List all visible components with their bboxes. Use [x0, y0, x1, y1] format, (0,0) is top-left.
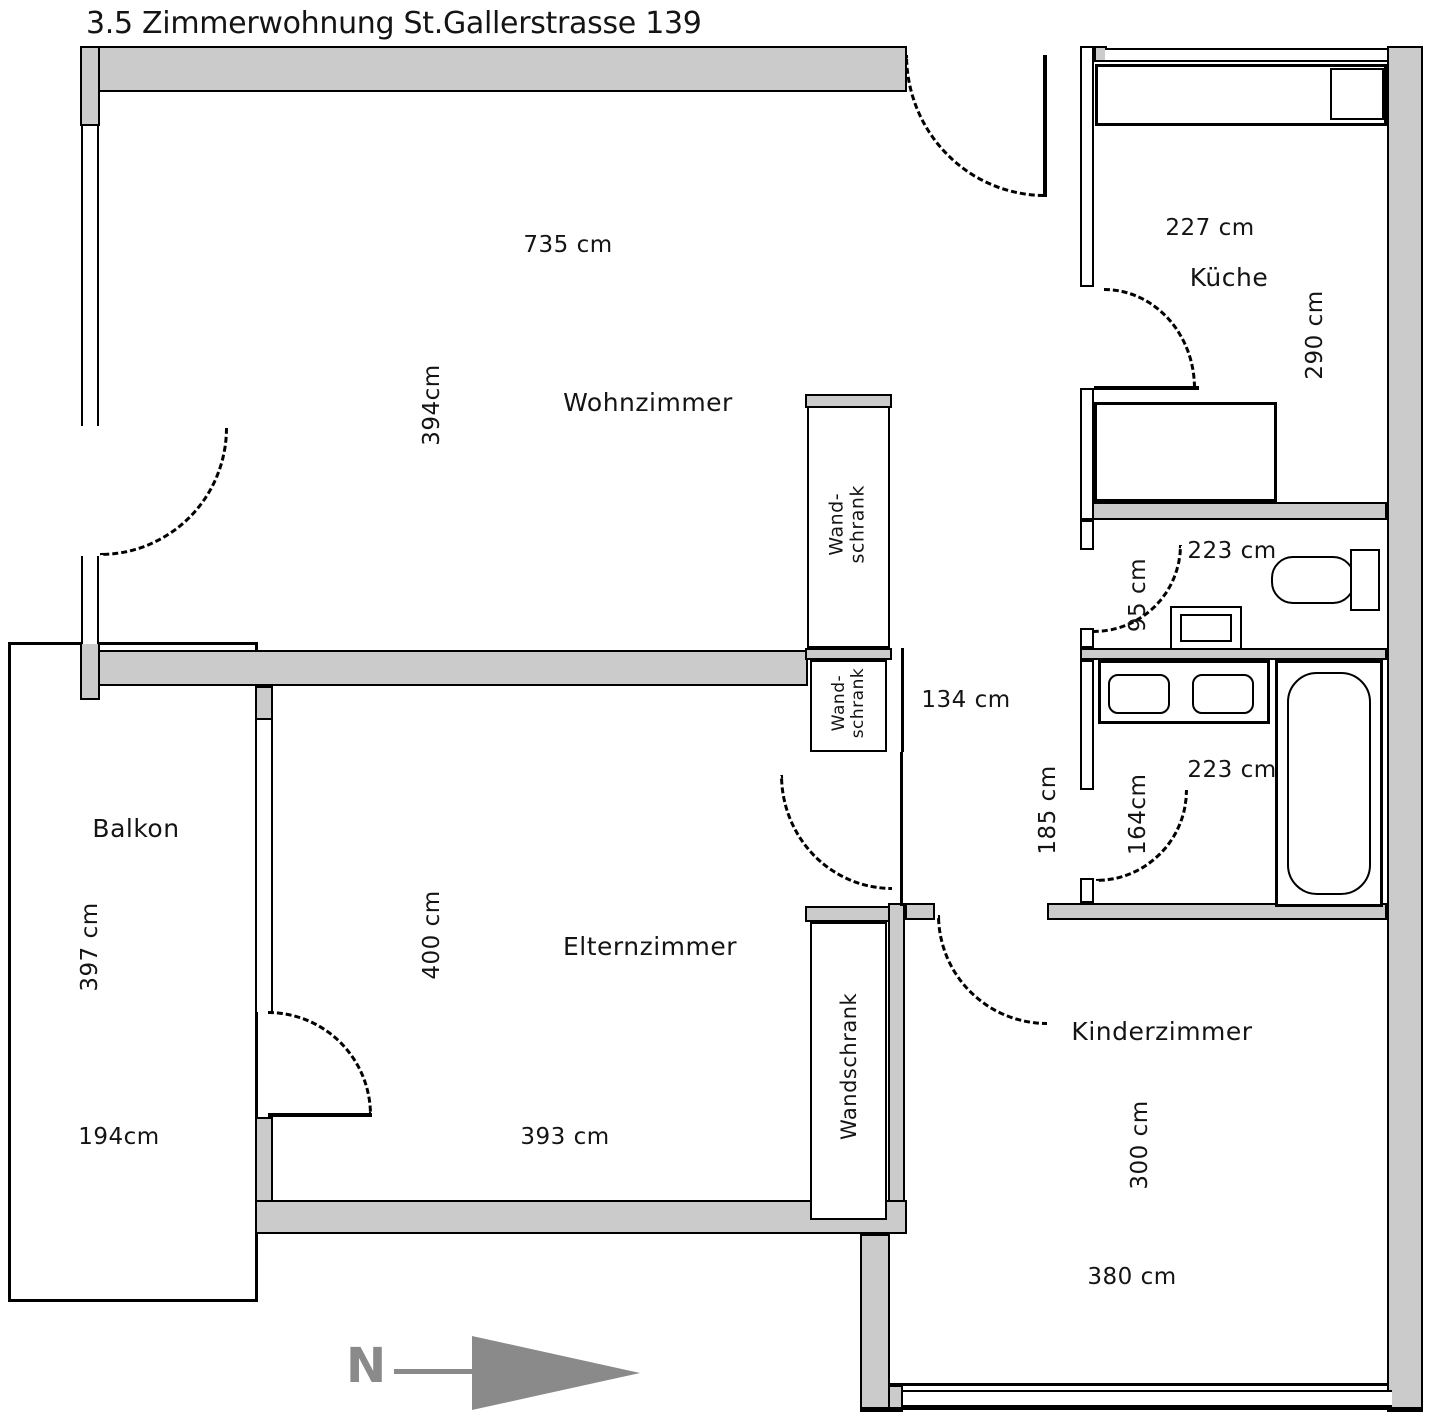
window-kinderzimmer-bottom [903, 1390, 1392, 1407]
wall-kinder-top-left-stub [905, 903, 935, 920]
bathtub-inner [1287, 672, 1371, 895]
wall-kinder-top-right [1047, 903, 1387, 920]
room-label-kinderzimmer: Kinderzimmer [1071, 1017, 1253, 1046]
closet-lower-label: Wand- schrank [828, 659, 868, 747]
dim-wc-width: 223 cm [1187, 538, 1277, 564]
room-label-elternzimmer: Elternzimmer [562, 932, 738, 961]
room-label-kueche: Küche [1189, 263, 1269, 292]
closet-upper-label: Wand- schrank [825, 464, 870, 584]
wall-wohnzimmer-bottom [98, 650, 808, 686]
elternzimmer-door-arc [780, 775, 892, 890]
balcony-outline [8, 642, 258, 1302]
closet-upper [807, 406, 890, 648]
dim-bad-width: 223 cm [1187, 757, 1277, 783]
kinderzimmer-door-arc [937, 915, 1047, 1025]
kitchen-door-leaf [1094, 386, 1199, 390]
dim-elternzimmer-depth: 400 cm [419, 890, 445, 980]
dim-wohnzimmer-width: 735 cm [523, 232, 613, 258]
dim-bad-depth: 164cm [1125, 773, 1151, 855]
wall-left-bottom-corner [80, 642, 100, 700]
kitchen-sink [1330, 68, 1384, 120]
kinderzimmer-floor-line [890, 1383, 1387, 1386]
wall-bath-left-upper [1080, 660, 1094, 790]
dim-kueche-depth: 290 cm [1302, 290, 1328, 380]
dim-elternzimmer-width: 393 cm [520, 1124, 610, 1150]
wall-top-wohnzimmer [80, 46, 907, 92]
wall-wc-left-lower [1080, 628, 1094, 648]
dim-kinderzimmer-width: 380 cm [1087, 1264, 1177, 1290]
kitchen-door-arc [1104, 288, 1196, 388]
wall-left-top [80, 46, 100, 126]
dim-kinderzimmer-depth: 300 cm [1127, 1100, 1153, 1190]
wall-hall-closet-edge [901, 648, 904, 752]
closet-upper-label-line1: Wand- [825, 492, 848, 556]
closet-tall-label: Wandschrank [837, 992, 861, 1140]
north-label: N [346, 1338, 387, 1394]
wall-closet-band [805, 648, 892, 660]
dim-kueche-width: 227 cm [1165, 215, 1255, 241]
closet-lower-label-line2: schrank [848, 667, 868, 739]
eltern-door-leaf [900, 752, 903, 906]
wall-kinder-bottom-left-end [888, 1385, 903, 1412]
vanity-sink-left [1108, 674, 1170, 714]
window-wohnzimmer-left [81, 126, 99, 426]
dim-wc-depth: 95 cm [1125, 557, 1151, 633]
wall-closet-cap-tall [805, 906, 892, 922]
wall-kinderzimmer-left [860, 1234, 890, 1412]
entrance-door-leaf [1043, 55, 1047, 197]
dim-flur-width: 134 cm [921, 687, 1011, 713]
dim-flur-depth: 185 cm [1035, 765, 1061, 855]
dim-balkon-depth: 397 cm [77, 902, 103, 992]
window-kitchen-top [1105, 48, 1387, 62]
wall-eltern-window-bottom-piece [255, 1117, 273, 1202]
wall-right-outer [1387, 46, 1423, 1412]
closet-lower [810, 660, 887, 752]
outer-bottom-line [860, 1407, 1423, 1410]
window-elternzimmer [255, 720, 273, 1012]
dim-balkon-width: 194cm [78, 1124, 160, 1150]
wall-bath-left-lower [1080, 878, 1094, 903]
vanity-sink-right [1192, 674, 1254, 714]
wall-kitchen-left-upper [1080, 46, 1094, 287]
toilet-bowl [1271, 556, 1355, 604]
wall-kitchen-left-lower [1080, 388, 1094, 520]
plan-title: 3.5 Zimmerwohnung St.Gallerstrasse 139 [86, 6, 702, 41]
wall-hall-kinder-vertical [888, 903, 905, 1234]
dim-wohnzimmer-depth: 394cm [419, 364, 445, 446]
closet-lower-label-line1: Wand- [828, 674, 849, 732]
wohnzimmer-balcony-door-arc [100, 428, 228, 556]
elternzimmer-balcony-door-arc [268, 1011, 372, 1115]
wc-washbasin-inner [1180, 614, 1232, 642]
wall-eltern-window-top-piece [255, 686, 273, 720]
north-arrow-line [394, 1369, 474, 1374]
wall-elternzimmer-bottom [255, 1200, 907, 1234]
north-arrow-icon [472, 1336, 640, 1410]
wall-wc-left-upper [1080, 520, 1094, 550]
closet-upper-label-line2: schrank [847, 485, 869, 564]
room-label-balkon: Balkon [92, 814, 180, 843]
window-wohnzimmer-left-lower [81, 556, 99, 644]
elternzimmer-balcony-door-leaf [268, 1113, 372, 1117]
closet-tall [810, 922, 887, 1220]
toilet-tank [1350, 549, 1380, 611]
kitchen-block [1094, 402, 1277, 502]
room-label-wohnzimmer: Wohnzimmer [563, 388, 733, 417]
entrance-door-arc [905, 55, 1045, 197]
wall-kitchen-bottom [1080, 502, 1387, 520]
